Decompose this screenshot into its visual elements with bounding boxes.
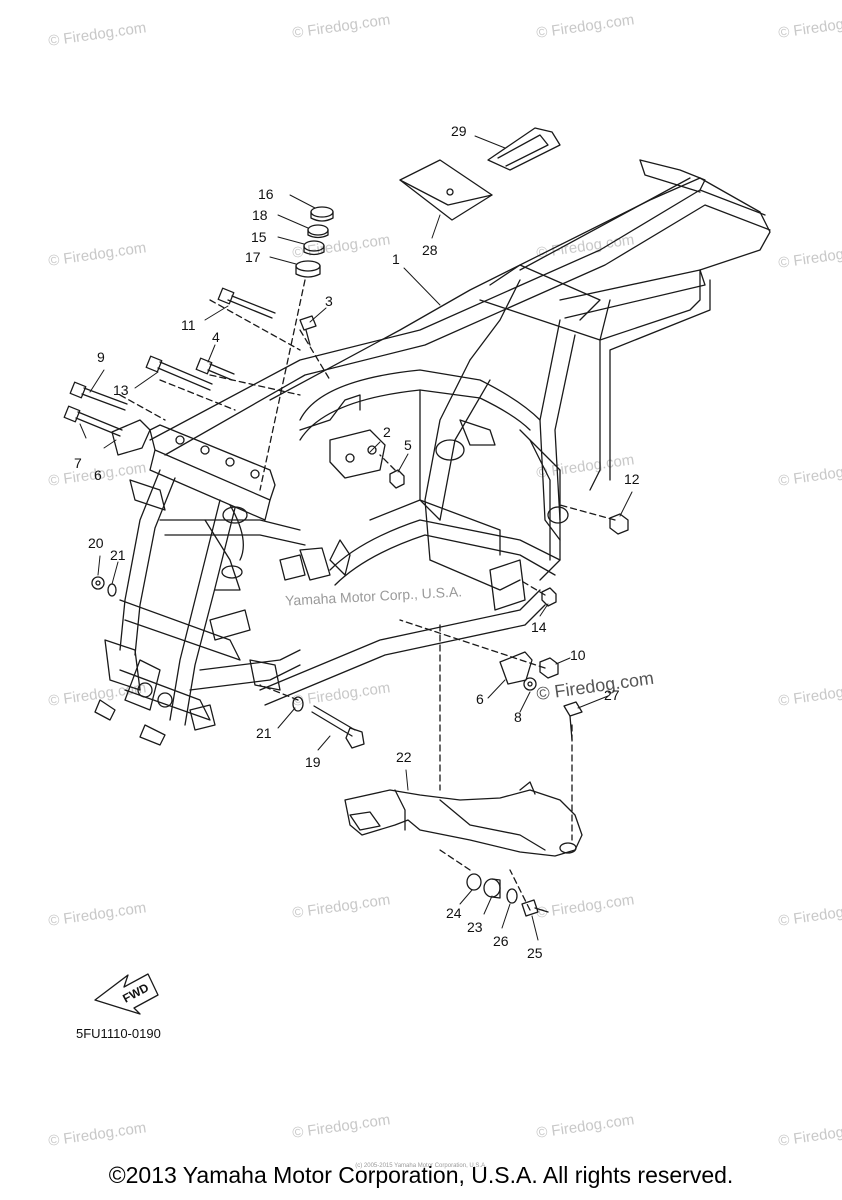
skid-guard-22 (344, 781, 583, 857)
bolt-27 (563, 701, 583, 741)
frame-side-loop (299, 369, 569, 581)
callout-3: 3 (325, 293, 333, 309)
callout-24: 24 (446, 905, 462, 921)
copyright-footer: ©2013 Yamaha Motor Corporation, U.S.A. A… (108, 1162, 734, 1188)
callout-14: 14 (531, 619, 547, 635)
callout-29: 29 (451, 123, 467, 139)
nuts (91, 469, 629, 712)
bracket-part-2 (299, 394, 386, 479)
skid-hardware (466, 873, 549, 917)
frame-lower-members (259, 499, 561, 706)
diagram-code: 5FU1110-0190 (76, 1026, 161, 1041)
callout-6-rear: 6 (476, 691, 484, 707)
callout-25: 25 (527, 945, 543, 961)
callout-9: 9 (97, 349, 105, 365)
callout-28: 28 (422, 242, 438, 258)
callout-2: 2 (383, 424, 391, 440)
bolts-front (63, 287, 276, 437)
callout-8: 8 (514, 709, 522, 725)
callout-10: 10 (570, 647, 586, 663)
callout-21-rear: 21 (256, 725, 272, 741)
callout-11: 11 (181, 317, 196, 333)
plate-6-front (111, 419, 151, 456)
frame-upper-rails (149, 159, 771, 456)
fwd-arrow-icon (94, 973, 159, 1015)
bolt-19 (311, 705, 365, 749)
callout-7: 7 (74, 455, 82, 471)
callout-21-front: 21 (110, 547, 126, 563)
callout-15: 15 (251, 229, 267, 245)
callout-18: 18 (252, 207, 268, 223)
callout-13: 13 (113, 382, 129, 398)
callout-27: 27 (604, 687, 620, 703)
callout-23: 23 (467, 919, 483, 935)
callout-20: 20 (88, 535, 104, 551)
envelope-28 (399, 159, 493, 221)
frame-front-section (94, 424, 306, 746)
mount-stack-15-18 (295, 206, 334, 278)
callout-12: 12 (624, 471, 640, 487)
callout-6-front: 6 (94, 467, 102, 483)
callout-1: 1 (392, 251, 400, 267)
bolt-3 (299, 315, 317, 346)
clip-29 (487, 127, 561, 171)
callout-17: 17 (245, 249, 261, 265)
callout-leaders (79, 135, 633, 941)
rear-plate-hardware (499, 651, 559, 691)
tiny-copyright-notice: (c) 2005-2015 Yamaha Motor Corporation, … (355, 1163, 487, 1169)
callout-16: 16 (258, 186, 274, 202)
callout-5: 5 (404, 437, 412, 453)
callout-19: 19 (305, 754, 321, 770)
mount-dash-lines (119, 279, 616, 911)
callout-4: 4 (212, 329, 220, 345)
callout-22: 22 (396, 749, 412, 765)
callout-26: 26 (493, 933, 509, 949)
